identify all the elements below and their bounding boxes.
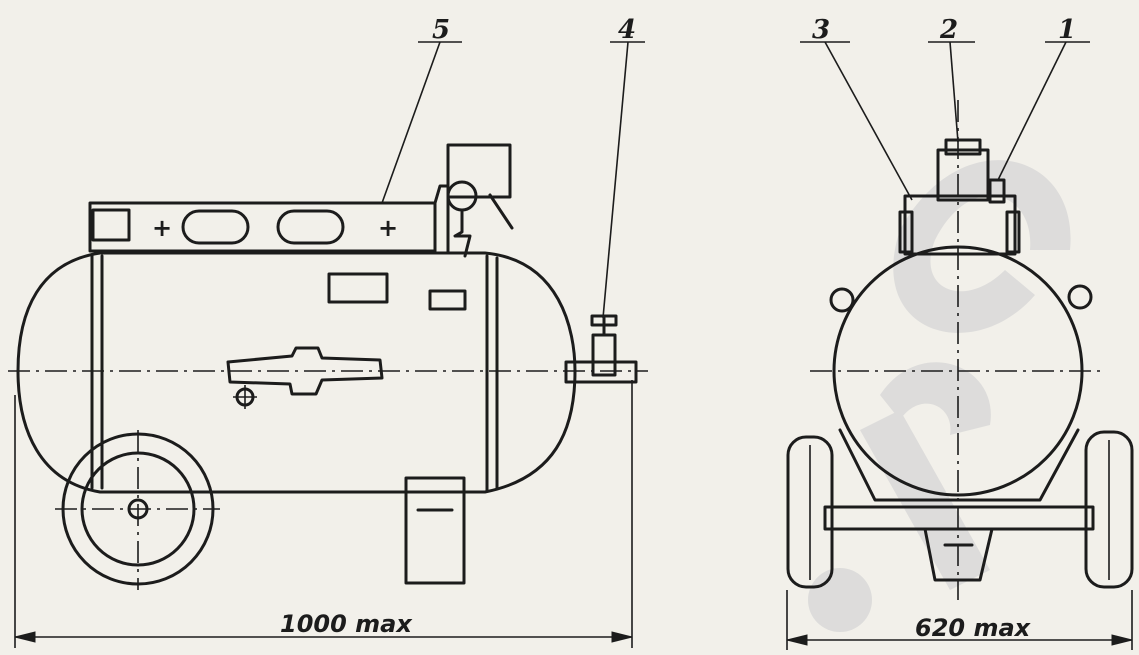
mounting-plate bbox=[88, 201, 437, 253]
callout-2-leader bbox=[949, 41, 959, 143]
front-motor-cap bbox=[944, 138, 982, 156]
front-flange-left bbox=[898, 210, 914, 254]
callout-1: 1 bbox=[1058, 15, 1076, 45]
pressure-switch bbox=[446, 143, 512, 199]
callout-4: 4 bbox=[618, 15, 636, 45]
plate-mark-2: + bbox=[378, 214, 398, 242]
outlet-pipe bbox=[564, 360, 638, 384]
plate-slot-2 bbox=[276, 209, 345, 245]
outlet-valve-body bbox=[591, 333, 617, 377]
width-arrow-left bbox=[786, 634, 808, 646]
plate-end-block bbox=[91, 208, 131, 242]
front-frame bbox=[838, 428, 1080, 502]
front-wheel-right bbox=[1084, 430, 1134, 589]
watermark-dot bbox=[808, 568, 872, 632]
watermark-letter-u bbox=[893, 160, 1071, 333]
plate-mark-1: + bbox=[152, 214, 172, 242]
front-compressor-base bbox=[903, 194, 1017, 256]
switch-lever bbox=[488, 193, 514, 230]
watermark bbox=[808, 160, 1071, 632]
front-leg bbox=[923, 527, 994, 582]
callout-3: 3 bbox=[812, 15, 830, 45]
front-fitting-right bbox=[1067, 284, 1093, 310]
callouts: 5 4 3 2 1 bbox=[381, 15, 1090, 319]
front-view: 620 max bbox=[786, 100, 1134, 650]
callout-2: 2 bbox=[939, 15, 958, 45]
front-flange-right bbox=[1005, 210, 1021, 254]
outlet-valve-handwheel bbox=[590, 314, 618, 327]
plate-bracket bbox=[433, 184, 450, 255]
relief-valve bbox=[453, 208, 472, 258]
length-dimension-label: 1000 max bbox=[280, 610, 413, 638]
nameplate bbox=[327, 272, 389, 304]
front-axle bbox=[823, 505, 1095, 531]
width-arrow-right bbox=[1111, 634, 1133, 646]
callout-5: 5 bbox=[432, 15, 450, 45]
tank-label bbox=[428, 289, 467, 311]
callout-5-leader bbox=[381, 41, 441, 204]
length-arrow-left bbox=[14, 631, 36, 643]
front-compressor-block bbox=[936, 148, 990, 202]
width-dimension-label: 620 max bbox=[915, 614, 1032, 642]
watermark-letter-r bbox=[860, 362, 991, 590]
length-arrow-right bbox=[611, 631, 633, 643]
callout-4-leader bbox=[602, 41, 629, 319]
front-tank bbox=[832, 245, 1084, 497]
support-foot bbox=[404, 476, 466, 585]
front-fitting-left bbox=[829, 287, 855, 313]
side-view: + + 1000 max bbox=[8, 143, 648, 648]
plate-slot-1 bbox=[181, 209, 250, 245]
handle-bracket bbox=[226, 346, 384, 396]
callout-3-leader bbox=[824, 41, 913, 201]
front-wheel-left bbox=[786, 435, 834, 589]
front-fitting bbox=[988, 178, 1006, 204]
callout-1-leader bbox=[997, 41, 1067, 181]
receiver-tank bbox=[16, 251, 577, 494]
